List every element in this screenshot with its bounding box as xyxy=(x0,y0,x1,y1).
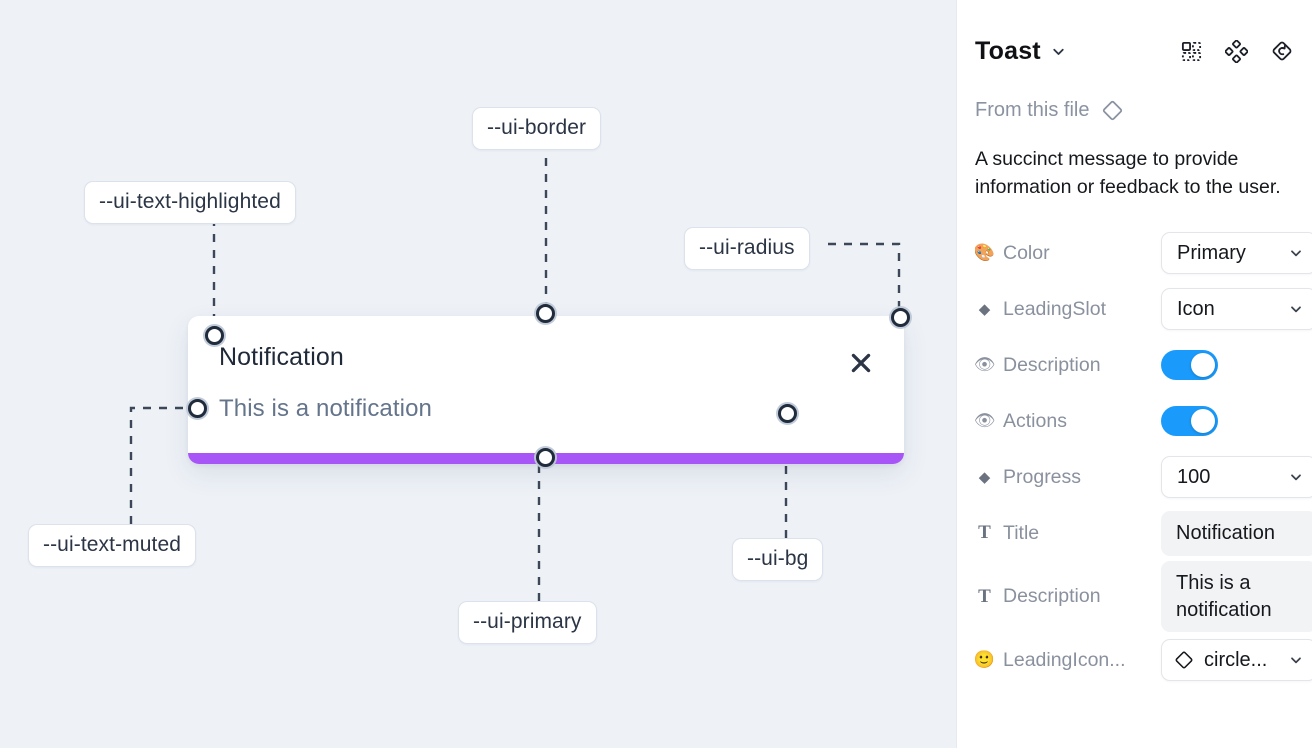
diamond-icon xyxy=(1173,649,1195,671)
progress-select[interactable]: 100 xyxy=(1161,456,1312,499)
panel-header: Toast xyxy=(975,0,1294,72)
smiley-emoji-icon: 🙂 xyxy=(975,650,996,670)
title-field[interactable]: Notification xyxy=(1161,511,1312,556)
diamond-icon: ◆ xyxy=(978,469,991,487)
property-label-description-text: T Description xyxy=(975,585,1161,608)
reset-instance-icon[interactable] xyxy=(1270,39,1294,63)
text-glyph-icon: T xyxy=(978,585,991,607)
property-name: Description xyxy=(1003,585,1101,608)
property-name: Description xyxy=(1003,353,1101,376)
toast-title: Notification xyxy=(219,343,344,371)
property-label-actions-visibility: 👁 Actions xyxy=(975,410,1161,433)
text-glyph-icon: T xyxy=(978,522,991,544)
property-list: 🎨 Color Primary ◆ LeadingSlot xyxy=(975,225,1312,688)
property-name: Actions xyxy=(1003,409,1067,432)
property-row-progress: ◆ Progress 100 xyxy=(975,449,1312,505)
toast-description: This is a notification xyxy=(219,395,432,422)
anchor-node-ui-primary[interactable] xyxy=(536,448,555,467)
chevron-down-icon[interactable] xyxy=(1050,43,1067,60)
component-icon[interactable] xyxy=(1180,40,1203,63)
anchor-node-ui-text-muted[interactable] xyxy=(188,399,207,418)
eye-emoji-icon: 👁 xyxy=(975,355,996,375)
annotation-pill-ui-border[interactable]: --ui-border xyxy=(472,107,602,150)
eye-emoji-icon: 👁 xyxy=(975,411,996,431)
progress-select-value: 100 xyxy=(1177,465,1211,488)
actions-toggle[interactable] xyxy=(1161,406,1218,437)
properties-panel: Toast xyxy=(956,0,1312,748)
leadingicon-select-value: circle... xyxy=(1204,648,1268,671)
annotation-pill-ui-text-highlighted[interactable]: --ui-text-highlighted xyxy=(84,181,296,224)
annotation-pill-ui-primary[interactable]: --ui-primary xyxy=(458,601,597,644)
property-row-actions-visibility: 👁 Actions xyxy=(975,393,1294,449)
property-name: LeadingIcon... xyxy=(1003,648,1126,671)
description-field[interactable]: This is a notification xyxy=(1161,561,1312,633)
color-select-value: Primary xyxy=(1177,241,1246,264)
property-name: Title xyxy=(1003,521,1040,544)
property-row-description-text: T Description This is a notification xyxy=(975,561,1312,633)
annotation-pill-ui-text-muted[interactable]: --ui-text-muted xyxy=(28,524,197,567)
leadingicon-select[interactable]: circle... xyxy=(1161,639,1312,682)
component-description: A succinct message to provide informatio… xyxy=(975,148,1281,198)
property-label-color: 🎨 Color xyxy=(975,242,1161,265)
chevron-down-icon xyxy=(1288,245,1304,261)
anchor-node-ui-bg[interactable] xyxy=(778,404,797,423)
leadingslot-select-value: Icon xyxy=(1177,297,1215,320)
chevron-down-icon xyxy=(1288,652,1304,668)
from-this-file-row: From this file xyxy=(975,98,1294,123)
leadingslot-select[interactable]: Icon xyxy=(1161,288,1312,331)
color-select[interactable]: Primary xyxy=(1161,232,1312,275)
panel-header-actions xyxy=(1180,39,1294,63)
property-name: LeadingSlot xyxy=(1003,297,1107,320)
property-row-description-visibility: 👁 Description xyxy=(975,337,1294,393)
component-set-icon[interactable] xyxy=(1225,39,1248,63)
diamond-icon xyxy=(1100,98,1125,123)
property-row-title: T Title Notification xyxy=(975,505,1312,561)
design-canvas[interactable]: Notification This is a notification --ui… xyxy=(0,0,956,748)
anchor-node-ui-border[interactable] xyxy=(536,304,555,323)
diamond-icon: ◆ xyxy=(978,301,991,319)
property-label-leadingslot: ◆ LeadingSlot xyxy=(975,298,1161,321)
description-toggle[interactable] xyxy=(1161,350,1218,381)
property-row-color: 🎨 Color Primary xyxy=(975,225,1312,281)
property-label-description-visibility: 👁 Description xyxy=(975,354,1161,377)
property-row-leadingslot: ◆ LeadingSlot Icon xyxy=(975,281,1312,337)
chevron-down-icon xyxy=(1288,301,1304,317)
property-row-leadingicon: 🙂 LeadingIcon... circle... xyxy=(975,632,1312,688)
annotation-pill-ui-bg[interactable]: --ui-bg xyxy=(732,538,824,581)
property-name: Progress xyxy=(1003,465,1082,488)
close-x-icon[interactable] xyxy=(848,350,874,376)
property-label-progress: ◆ Progress xyxy=(975,466,1161,489)
property-name: Color xyxy=(1003,241,1050,264)
from-this-file-label: From this file xyxy=(975,99,1090,121)
chevron-down-icon xyxy=(1288,469,1304,485)
property-label-leadingicon: 🙂 LeadingIcon... xyxy=(975,649,1161,672)
annotation-pill-ui-radius[interactable]: --ui-radius xyxy=(684,227,810,270)
anchor-node-ui-radius[interactable] xyxy=(891,308,910,327)
anchor-node-ui-text-highlighted[interactable] xyxy=(205,326,224,345)
property-label-title: T Title xyxy=(975,522,1161,545)
toast-component-preview[interactable]: Notification This is a notification xyxy=(188,316,904,464)
panel-title: Toast xyxy=(975,36,1041,65)
palette-emoji-icon: 🎨 xyxy=(975,243,996,263)
